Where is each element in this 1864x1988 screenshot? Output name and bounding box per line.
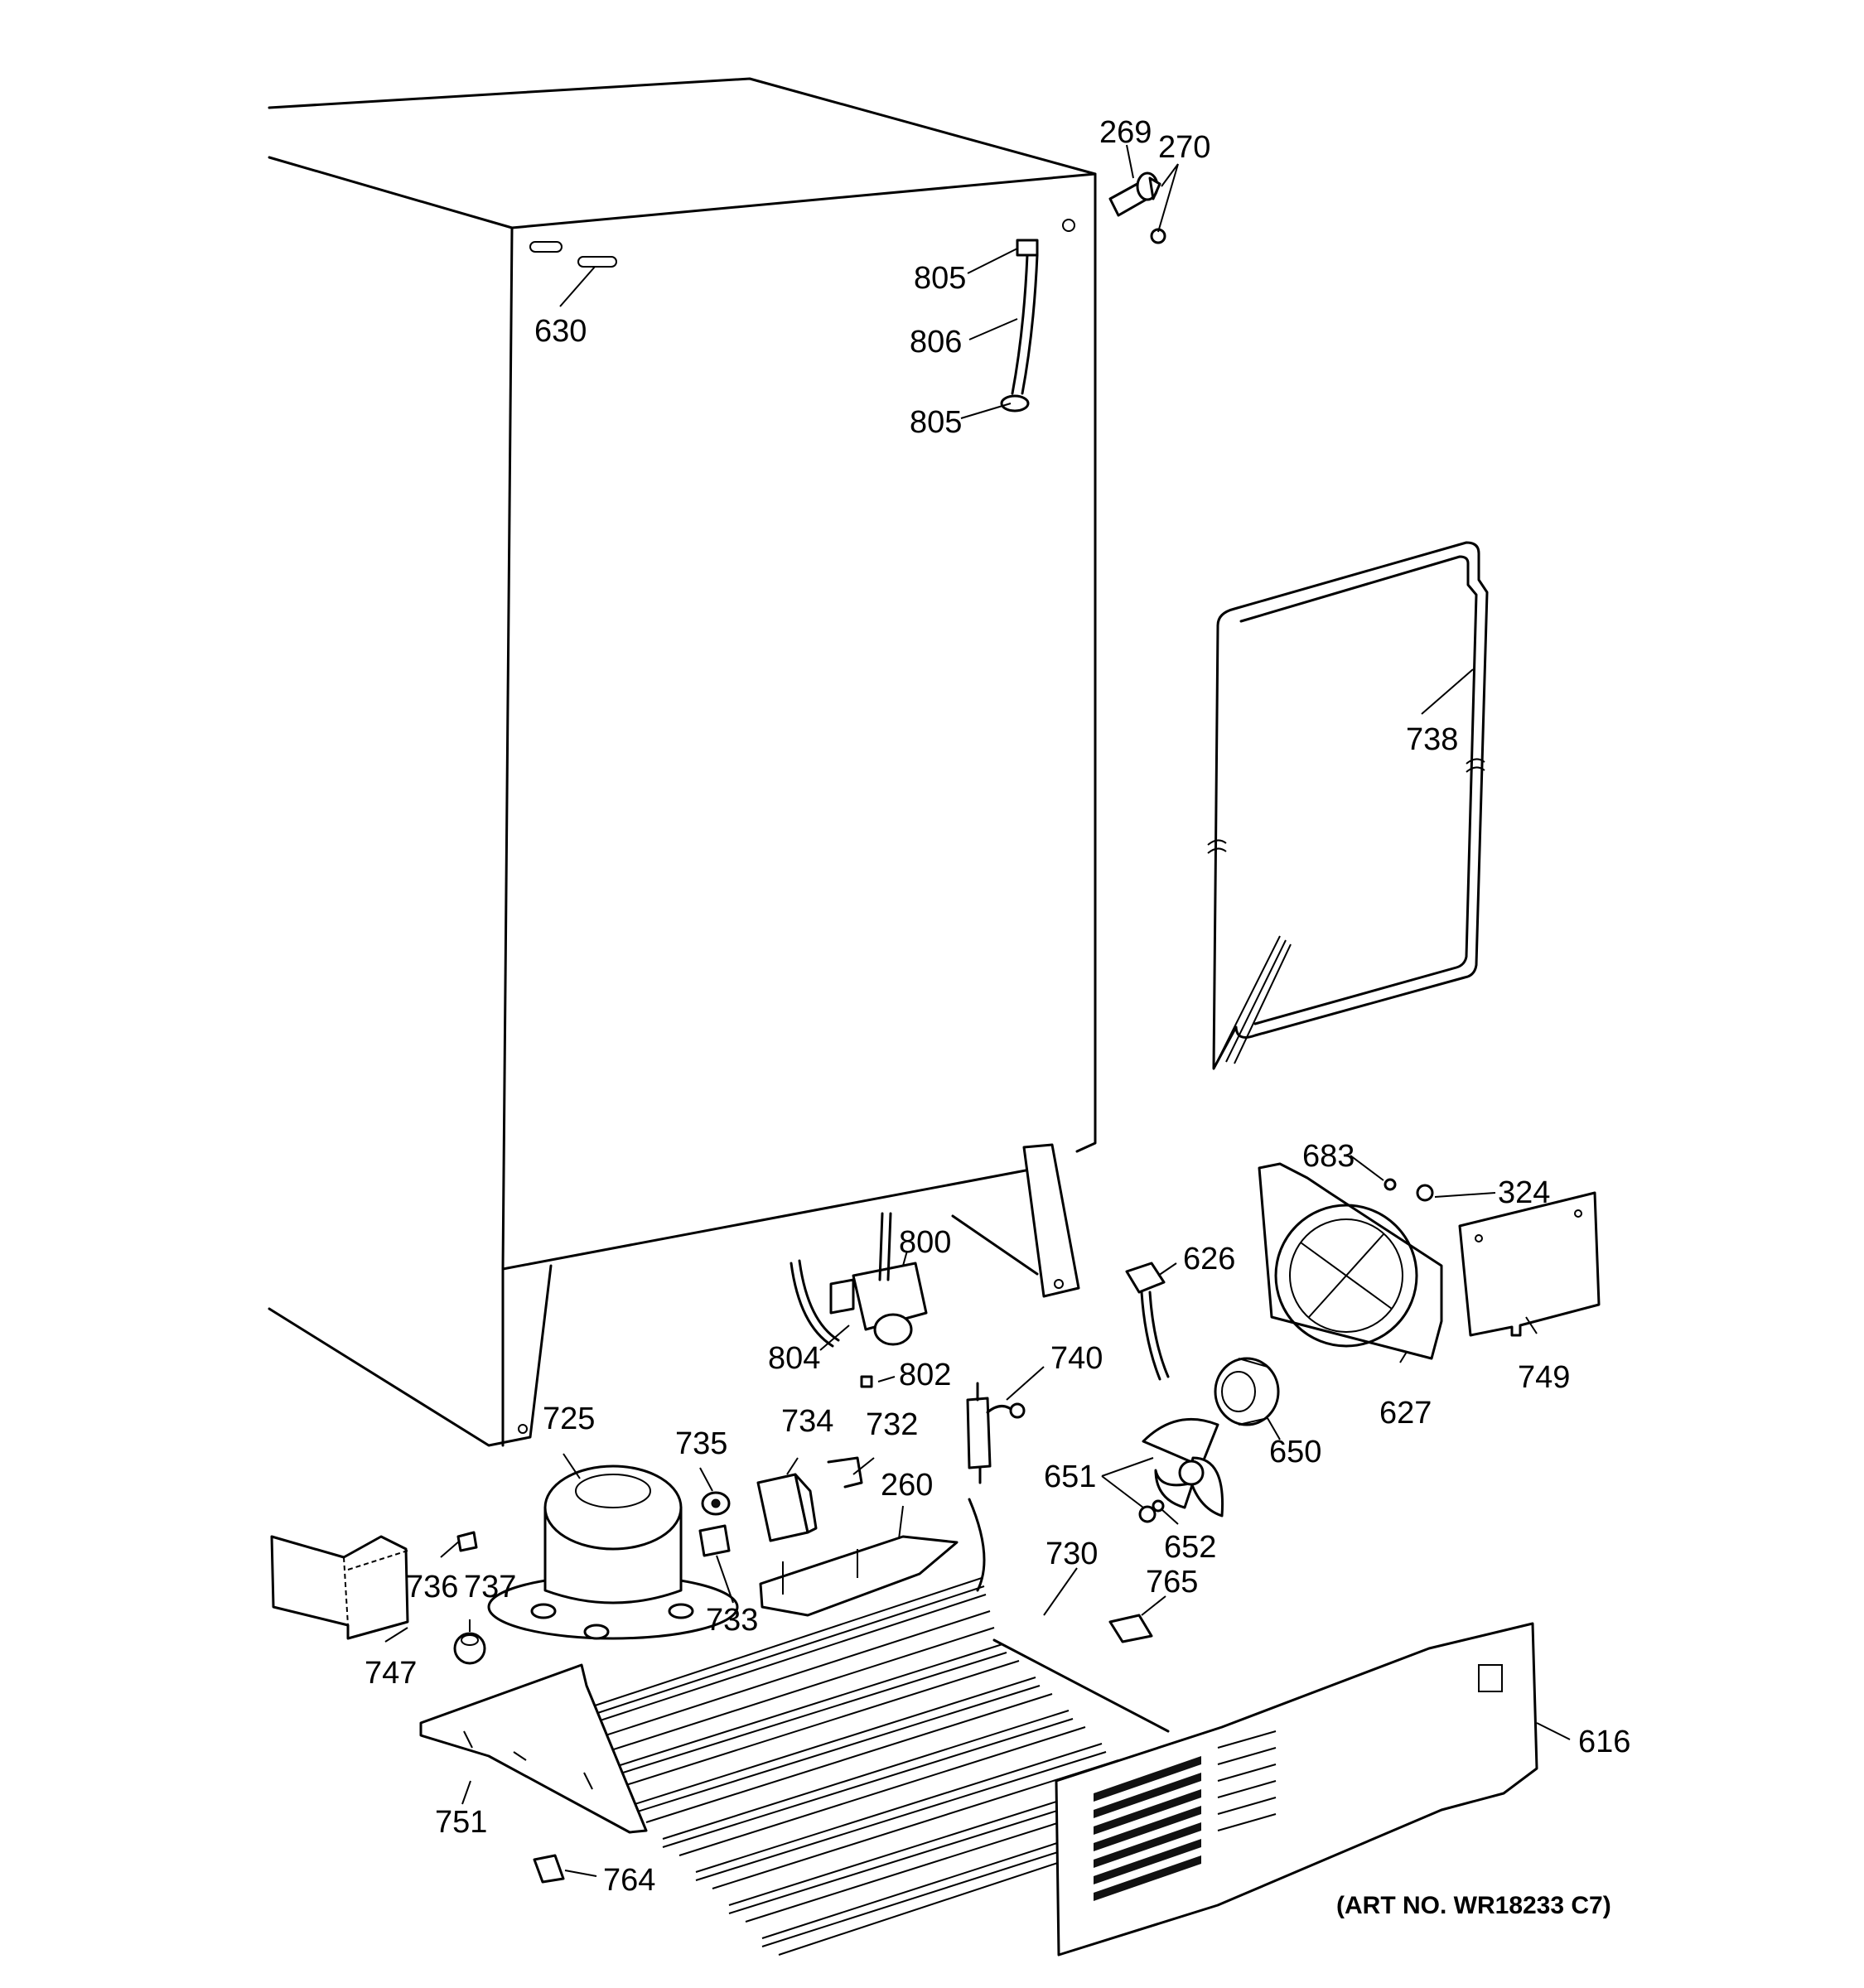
callout-802: 802	[899, 1358, 951, 1392]
callout-732: 732	[866, 1407, 918, 1442]
callout-270: 270	[1158, 130, 1210, 165]
callout-735: 735	[675, 1426, 727, 1461]
cover-747	[270, 1535, 409, 1640]
grommet-735	[701, 1491, 731, 1516]
callout-labels: 269 270 805 630 806 805 738 683 324 800 …	[365, 115, 1630, 1919]
compressor-725	[487, 1464, 739, 1640]
cover-panel-749	[1384, 1178, 1601, 1337]
callout-737: 737	[464, 1570, 516, 1604]
callout-616: 616	[1578, 1725, 1630, 1759]
callout-734: 734	[781, 1404, 833, 1439]
callout-736: 736	[406, 1570, 458, 1604]
condenser-coil-730	[579, 1498, 1170, 1956]
callout-626: 626	[1183, 1242, 1235, 1276]
fan-bracket-627	[1258, 1162, 1443, 1360]
callout-804: 804	[768, 1341, 820, 1376]
art-number: (ART NO. WR18233 C7)	[1336, 1892, 1611, 1919]
callout-764: 764	[603, 1863, 655, 1898]
callout-269: 269	[1099, 115, 1152, 150]
relay-734	[756, 1473, 818, 1542]
callout-730: 730	[1045, 1537, 1098, 1571]
fan-motor-650	[1214, 1357, 1280, 1426]
callout-260: 260	[881, 1468, 933, 1503]
callout-751: 751	[435, 1805, 487, 1840]
slot-630-a	[529, 241, 563, 253]
callout-652: 652	[1164, 1530, 1216, 1565]
callout-800: 800	[899, 1225, 951, 1260]
callout-747: 747	[365, 1656, 417, 1691]
leader-lines	[384, 144, 1571, 1877]
water-valve-800	[790, 1212, 928, 1388]
callout-650: 650	[1269, 1435, 1321, 1469]
callout-651: 651	[1044, 1460, 1096, 1494]
callout-627: 627	[1379, 1396, 1432, 1431]
callout-805-bottom: 805	[910, 405, 962, 440]
slot-630-b	[577, 256, 617, 268]
switch-626	[1125, 1262, 1170, 1381]
callout-749: 749	[1518, 1360, 1570, 1395]
callout-806: 806	[910, 325, 962, 359]
callout-733: 733	[706, 1603, 758, 1638]
callout-683: 683	[1302, 1139, 1355, 1174]
grommet-737	[453, 1632, 486, 1665]
callout-805-top: 805	[914, 261, 966, 296]
thermistor-740	[966, 1382, 1026, 1484]
clip-736	[456, 1531, 478, 1552]
callout-725: 725	[543, 1402, 595, 1436]
fan-blade-651	[1138, 1417, 1224, 1523]
grille-panel-616	[1055, 1622, 1538, 1957]
water-fitting-269	[1108, 171, 1166, 244]
callout-765: 765	[1146, 1565, 1198, 1600]
callout-738: 738	[1406, 722, 1458, 757]
cabinet	[268, 77, 1097, 1447]
water-tube-assembly	[1000, 239, 1039, 413]
overload-733	[698, 1524, 731, 1557]
callout-630: 630	[534, 314, 587, 349]
clip-764	[533, 1854, 565, 1884]
callout-740: 740	[1050, 1341, 1103, 1376]
drain-pan-260	[759, 1535, 959, 1617]
callout-324: 324	[1498, 1175, 1550, 1210]
heater-loop-738	[1207, 541, 1489, 1070]
clip-765	[1108, 1614, 1153, 1643]
base-tray-751	[419, 1663, 648, 1834]
